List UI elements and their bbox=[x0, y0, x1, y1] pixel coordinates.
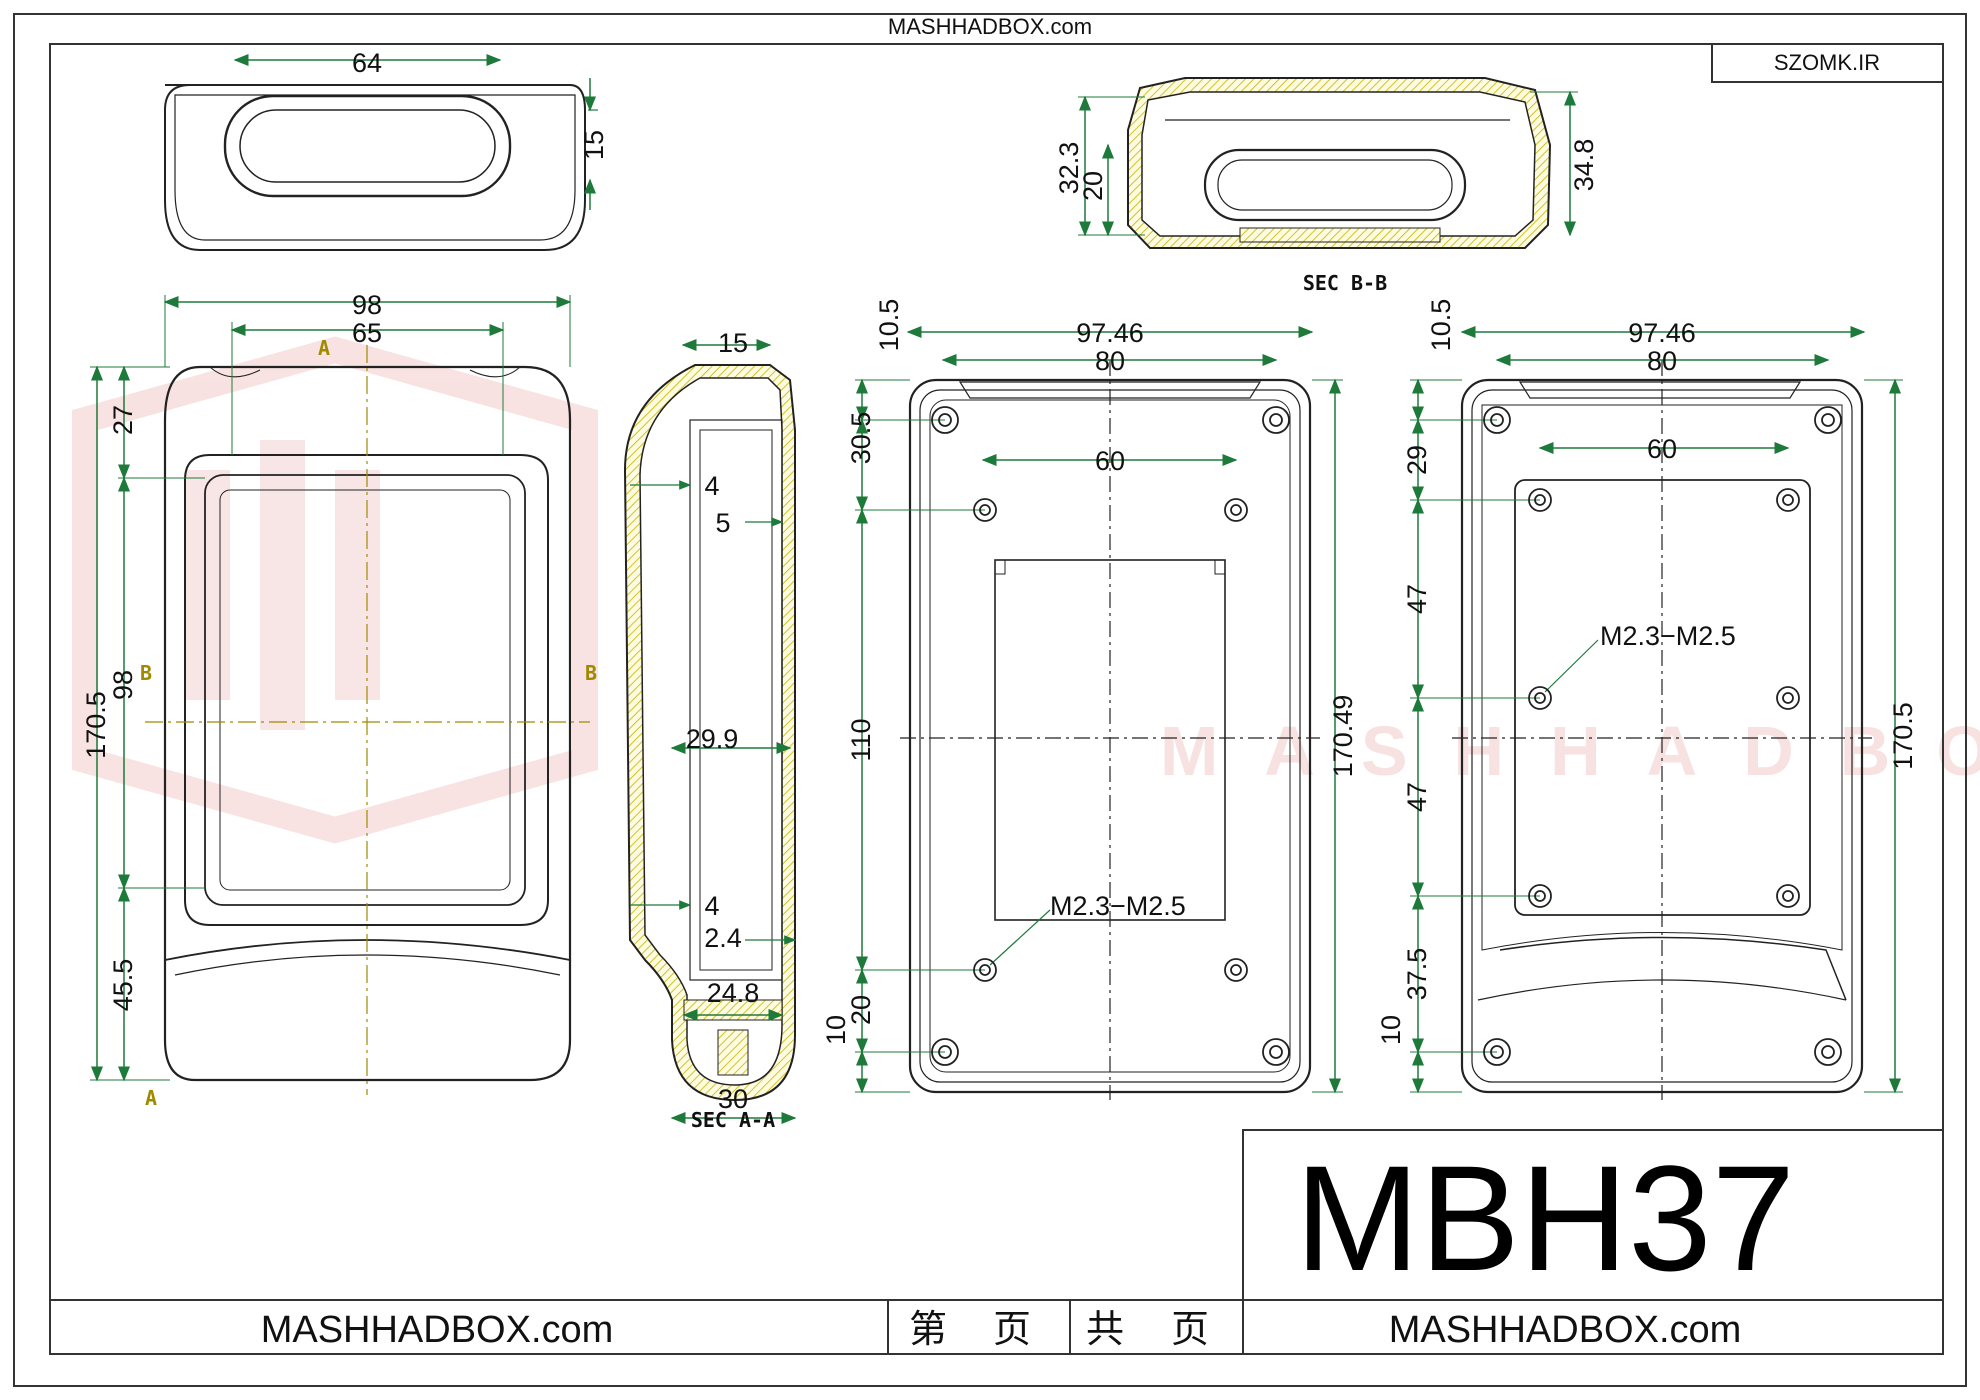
inner-view-b bbox=[1410, 326, 1903, 1100]
innera-dim-20: 20 bbox=[846, 995, 876, 1025]
footer-c1: 第 bbox=[909, 1309, 947, 1351]
top-width-dim: 64 bbox=[352, 48, 382, 78]
innerb-dim-10-5: 10.5 bbox=[1426, 299, 1456, 352]
secbb-dim-outer: 32.3 bbox=[1054, 142, 1084, 195]
secbb-dim-inner: 20 bbox=[1078, 171, 1108, 201]
innera-dim-30-5: 30.5 bbox=[846, 412, 876, 465]
outer-frame bbox=[13, 13, 1967, 1387]
secaa-dim-5: 5 bbox=[715, 508, 730, 538]
watermark: MASHHADBOX bbox=[72, 336, 1980, 844]
front-mark-a-top: A bbox=[318, 336, 330, 360]
secaa-dim-29-9: 29.9 bbox=[686, 724, 739, 754]
innerb-dim-170: 170.5 bbox=[1888, 702, 1918, 770]
secaa-dim-2-4: 2.4 bbox=[704, 923, 742, 953]
inner-view-a bbox=[855, 326, 1343, 1100]
secaa-dim-4b: 4 bbox=[704, 891, 719, 921]
innera-dim-10-5: 10.5 bbox=[874, 299, 904, 352]
footer-c4: 页 bbox=[1171, 1309, 1209, 1351]
innera-dim-60: 60 bbox=[1095, 446, 1125, 476]
innerb-dim-80: 80 bbox=[1647, 346, 1677, 376]
secbb-dim-right: 34.8 bbox=[1569, 139, 1599, 192]
front-mark-b-right: B bbox=[585, 661, 597, 685]
innera-dim-80: 80 bbox=[1095, 346, 1125, 376]
innerb-dim-47b: 47 bbox=[1402, 782, 1432, 812]
innerb-dim-10: 10 bbox=[1376, 1015, 1406, 1045]
section-bb bbox=[1078, 77, 1578, 249]
innerb-dim-97: 97.46 bbox=[1628, 318, 1696, 348]
footer-c3: 共 bbox=[1086, 1309, 1124, 1351]
model-number: MBH37 bbox=[1295, 1134, 1795, 1302]
front-mark-b-left: B bbox=[140, 661, 152, 685]
top-height-dim: 15 bbox=[579, 130, 609, 160]
footer-left: MASHHADBOX.com bbox=[261, 1309, 614, 1351]
secaa-dim-30: 30 bbox=[718, 1084, 748, 1114]
section-aa bbox=[623, 339, 797, 1124]
front-bottom-dim: 45.5 bbox=[108, 959, 138, 1012]
footer-right: MASHHADBOX.com bbox=[1389, 1309, 1742, 1351]
header-site: MASHHADBOX.com bbox=[888, 14, 1092, 39]
watermark-text: MASHHADBOX bbox=[1160, 712, 1980, 790]
header-badge: SZOMK.IR bbox=[1774, 50, 1880, 75]
innerb-dim-60: 60 bbox=[1647, 434, 1677, 464]
front-top-dim: 27 bbox=[108, 405, 138, 435]
front-height-dim: 170.5 bbox=[81, 691, 111, 759]
innera-dim-10: 10 bbox=[821, 1015, 851, 1045]
innera-screw-label: M2.3−M2.5 bbox=[1050, 891, 1186, 921]
innera-dim-110: 110 bbox=[846, 718, 876, 761]
secbb-label: SEC B-B bbox=[1303, 271, 1387, 295]
innerb-dim-37-5: 37.5 bbox=[1402, 948, 1432, 1001]
footer-c2: 页 bbox=[993, 1309, 1031, 1351]
innerb-dim-29: 29 bbox=[1402, 445, 1432, 475]
innerb-screw-label: M2.3−M2.5 bbox=[1600, 621, 1736, 651]
secaa-label: SEC A-A bbox=[691, 1108, 775, 1132]
secaa-dim-top: 15 bbox=[718, 328, 748, 358]
top-view bbox=[164, 54, 598, 251]
front-window-dim: 65 bbox=[352, 318, 382, 348]
secaa-dim-4a: 4 bbox=[704, 471, 719, 501]
badge-box bbox=[1711, 43, 1944, 83]
front-mid-dim: 98 bbox=[108, 670, 138, 700]
innerb-dim-47a: 47 bbox=[1402, 584, 1432, 614]
front-view bbox=[90, 295, 590, 1095]
innera-dim-97: 97.46 bbox=[1076, 318, 1144, 348]
front-mark-a-bottom: A bbox=[145, 1086, 157, 1110]
innera-dim-170: 170.49 bbox=[1328, 695, 1358, 778]
secaa-dim-24-8: 24.8 bbox=[707, 978, 760, 1008]
inner-frame bbox=[49, 43, 1944, 1355]
front-width-dim: 98 bbox=[352, 290, 382, 320]
